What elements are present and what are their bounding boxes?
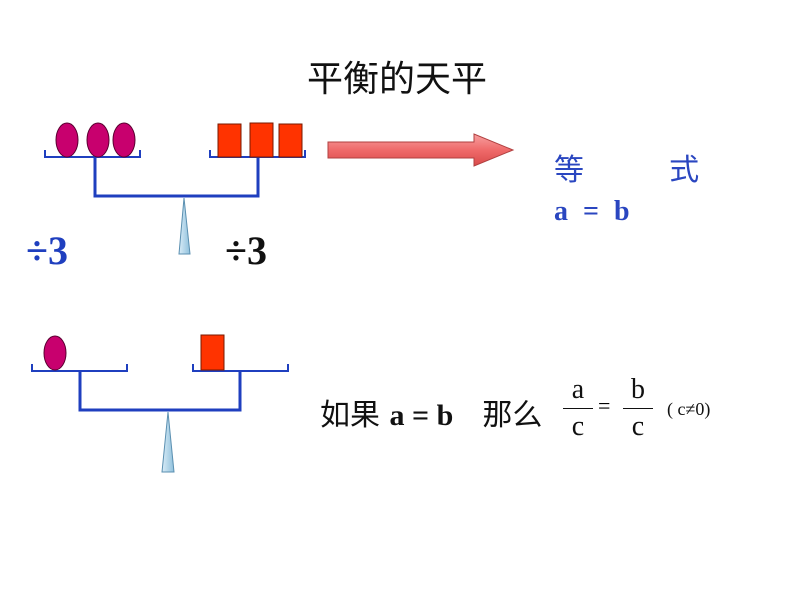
balance-top [44,122,306,255]
rule-then: 那么 [482,398,543,433]
left-pan [31,364,128,372]
fraction-bar [623,408,653,409]
rule-statement: 如果 a = b 那么 [320,390,542,434]
square-weight [249,122,274,158]
fraction-denominator: c [631,411,645,442]
square-weight [278,123,303,158]
circle-weight [43,335,67,371]
balance-bottom [31,334,289,473]
rule-condition: a = b [389,399,454,432]
nonzero-condition: ( c≠0) [667,399,711,419]
equation-heading: 等 式 [554,145,699,189]
balance-frame [93,157,260,198]
circle-weight [112,122,136,158]
square-weight [217,123,242,158]
rule-prefix: 如果 [320,398,380,433]
square-weight [200,334,225,371]
equation-heading-char: 等 [554,153,584,188]
page-title: 平衡的天平 [306,59,487,100]
fraction-a-over-c: a c [563,374,593,443]
balance-frame [78,371,242,412]
circle-weight [55,122,79,158]
fraction-equals: = [598,393,611,418]
right-arrow [327,133,515,167]
pivot [161,411,175,473]
fraction-b-over-c: b c [623,374,653,443]
fraction-denominator: c [571,411,585,442]
fraction-numerator: b [631,374,645,405]
equation-heading-char: 式 [669,153,700,188]
divide-label-left: ÷3 [26,228,68,273]
pivot [178,197,191,255]
fraction-numerator: a [571,374,585,405]
fraction-bar [563,408,593,409]
equation-a-equals-b: a = b [554,196,630,227]
divide-label-right: ÷3 [225,228,267,273]
circle-weight [86,122,110,158]
left-pan [44,150,141,158]
